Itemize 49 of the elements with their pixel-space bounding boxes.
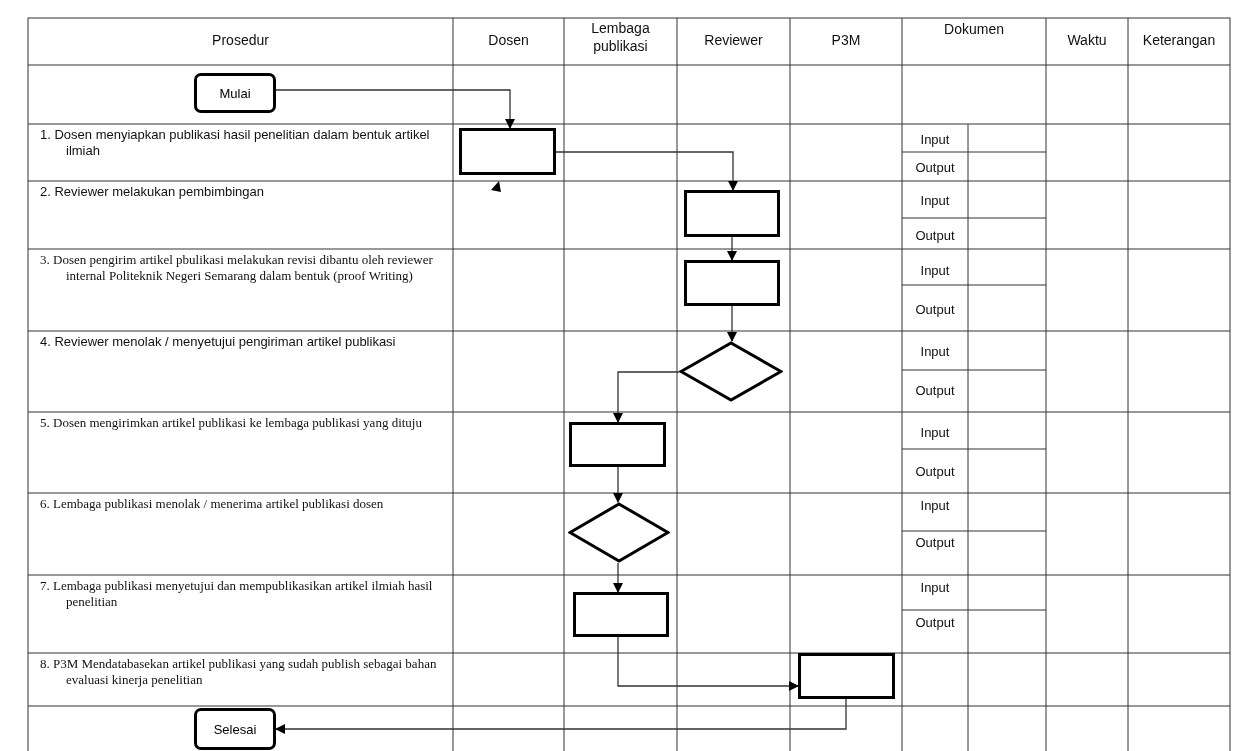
output-label: Output <box>914 302 956 319</box>
output-label: Output <box>914 160 956 177</box>
column-header: Lembaga publikasi <box>590 20 651 55</box>
process-box <box>798 653 895 699</box>
input-label: Input <box>919 193 951 210</box>
arrow <box>555 151 738 191</box>
column-header: Dokumen <box>943 21 1005 39</box>
step-text: 1. Dosen menyiapkan publikasi hasil penelitian dalam bentuk artikel ilmiah <box>40 127 431 160</box>
output-label: Output <box>914 228 956 245</box>
step-text: 3. Dosen pengirim artikel pbulikasi melakukan revisi dibantu oleh reviewer internal Politeknik Negeri Semarang dalam bentuk (proof Writing) <box>40 252 434 285</box>
output-label: Output <box>914 383 956 400</box>
step-text: 6. Lembaga publikasi menolak / menerima artikel publikasi dosen <box>40 496 385 513</box>
step-text: 4. Reviewer menolak / menyetujui pengiriman artikel publikasi <box>40 334 397 351</box>
column-header: Prosedur <box>211 32 270 50</box>
terminal-box: Selesai <box>194 708 276 750</box>
process-box <box>459 128 556 175</box>
arrow <box>275 89 515 129</box>
arrow <box>613 371 680 423</box>
input-label: Input <box>919 580 951 597</box>
column-header: Dosen <box>487 32 530 50</box>
process-box <box>569 422 666 467</box>
output-label: Output <box>914 464 956 481</box>
step-text: 8. P3M Mendatabasekan artikel publikasi yang sudah publish sebagai bahan evaluasi kinerja penelitian <box>40 656 438 689</box>
arrow <box>613 562 623 593</box>
decision-diamond <box>568 502 670 563</box>
process-box <box>573 592 669 637</box>
process-box <box>684 260 780 306</box>
terminal-box: Mulai <box>194 73 276 113</box>
arrow <box>727 305 737 342</box>
column-header: Keterangan <box>1141 32 1217 50</box>
input-label: Input <box>919 132 951 149</box>
input-label: Input <box>919 263 951 280</box>
arrow <box>613 466 623 503</box>
step-text: 5. Dosen mengirimkan artikel publikasi ke lembaga publikasi yang dituju <box>40 415 423 432</box>
output-label: Output <box>914 535 956 552</box>
decision-diamond <box>679 341 783 402</box>
input-label: Input <box>919 498 951 515</box>
arrow <box>617 636 799 691</box>
output-label: Output <box>914 615 956 632</box>
arrow <box>275 698 847 734</box>
input-label: Input <box>919 425 951 442</box>
process-box <box>684 190 780 237</box>
step-text: 2. Reviewer melakukan pembimbingan <box>40 184 265 201</box>
column-header: P3M <box>830 32 862 50</box>
column-header: Waktu <box>1066 32 1108 50</box>
step-text: 7. Lembaga publikasi menyetujui dan mempublikasikan artikel ilmiah hasil penelitian <box>40 578 434 611</box>
arrow <box>727 236 737 261</box>
input-label: Input <box>919 344 951 361</box>
column-header: Reviewer <box>703 32 764 50</box>
